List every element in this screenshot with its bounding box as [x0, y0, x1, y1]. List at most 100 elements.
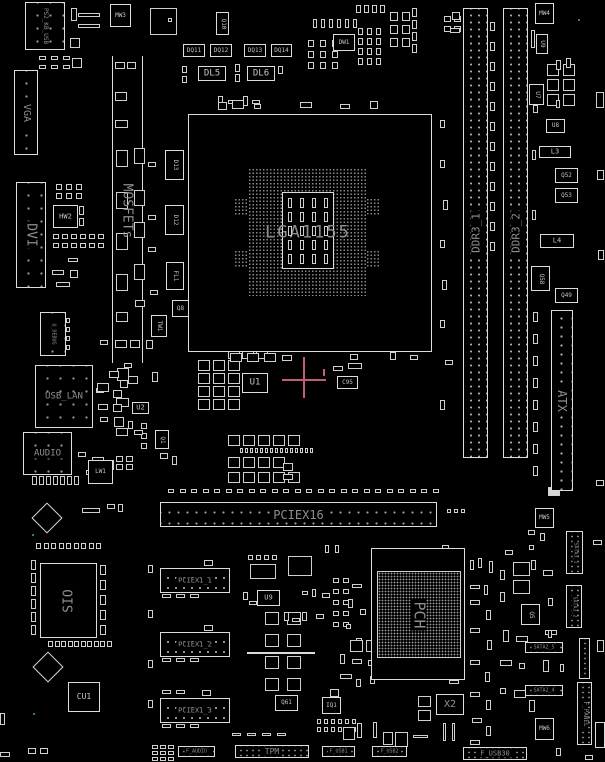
silkscreen-line [142, 56, 143, 363]
pcb-pad [306, 489, 312, 493]
component-u9-top: U9 [536, 34, 548, 54]
pcb-pad [66, 318, 70, 323]
pcb-pad [198, 386, 210, 397]
pcb-pad [338, 727, 342, 732]
cpu-socket-label-label: LGA1155 [265, 222, 351, 243]
pcb-pad [333, 366, 343, 371]
pcb-pad [333, 622, 339, 627]
pcb-pad [513, 580, 530, 594]
pcb-pad [443, 723, 446, 741]
sata2-4-connector: SATA2_4 [525, 685, 563, 696]
cpu-pin-wing [234, 250, 248, 268]
pcb-pad [331, 727, 335, 732]
pcb-pad [160, 453, 168, 459]
ps2-kb-usb-connector: PS2_KB_USB [25, 2, 65, 50]
pcb-pad [134, 190, 145, 206]
pcb-pad [357, 723, 362, 738]
component-l3: L3 [539, 146, 571, 158]
component-q8: Q8 [172, 300, 189, 317]
pcb-pad [500, 592, 505, 602]
component-mw4: MW4 [535, 3, 554, 24]
pcb-pad [168, 745, 174, 749]
pciex1-3-slot: PCIEX1_3 [160, 698, 230, 723]
pcb-pad [285, 448, 288, 453]
pcb-pad [302, 591, 308, 595]
component-x2-label: X2 [443, 698, 457, 710]
front-usb1-header: F_USB1 [322, 746, 355, 757]
pcb-pad [235, 74, 240, 82]
pcb-pad [80, 243, 86, 248]
pcb-pad [449, 680, 459, 684]
component-u9-top-label: U9 [539, 40, 546, 48]
pcb-pad [148, 610, 153, 618]
pcb-pad [182, 76, 187, 83]
pcb-pad [528, 530, 535, 535]
pcb-pad [62, 234, 68, 239]
pcb-pad [372, 5, 377, 13]
pcb-pad [277, 733, 286, 736]
pcb-pad [302, 612, 307, 621]
pcb-pad [100, 610, 106, 620]
pcb-pad [320, 62, 326, 69]
pcb-pad [249, 601, 257, 605]
pcb-pad [548, 630, 552, 638]
pcb-pad [440, 320, 445, 328]
pcb-pad [324, 198, 328, 208]
pcb-pad [333, 578, 339, 583]
pcb-pad [402, 38, 410, 47]
atx-power-connector: ATX [551, 310, 573, 491]
pcb-pad [214, 489, 220, 493]
pcb-pad [313, 19, 317, 28]
pcb-pad [162, 594, 171, 598]
pcb-pad [255, 448, 258, 453]
pcb-pad [148, 700, 153, 708]
component-q1: Q1 [155, 430, 169, 449]
pcb-pad [176, 594, 185, 598]
silkscreen-line [247, 652, 315, 654]
pcb-pad [418, 710, 431, 721]
pcb-pad [490, 222, 495, 231]
pcb-pad [36, 543, 41, 549]
sio-chip-label: SIO [61, 588, 76, 613]
pcb-pad [213, 386, 225, 397]
crosshair-marker [303, 357, 305, 398]
pcb-pad [98, 234, 104, 239]
pcb-pad [260, 489, 266, 493]
pcb-pad [454, 509, 458, 513]
pcb-pad [295, 448, 298, 453]
pcb-pad [294, 489, 301, 493]
component-iq1: IQ1 [322, 697, 341, 714]
pcb-pad [248, 489, 255, 493]
component-q1-label: Q1 [159, 435, 166, 444]
component-tw1-label: TW1 [156, 320, 163, 332]
debug-header: U_DEBUG [40, 312, 66, 356]
pcb-pad [440, 400, 445, 410]
pcb-pad [120, 380, 128, 388]
debug-header-label: U_DEBUG [50, 321, 57, 347]
pcb-pad [113, 390, 122, 398]
pcb-pad [272, 555, 277, 560]
pcb-pad [271, 489, 278, 493]
pcb-pad [421, 489, 427, 493]
component-q5-label: Q5 [527, 610, 535, 619]
pcb-pad [100, 417, 108, 422]
pcb-pad [489, 561, 493, 573]
pcb-pad [213, 360, 225, 371]
pcb-pad [320, 51, 326, 58]
pcb-pad [160, 751, 166, 755]
pcb-pad [329, 19, 333, 28]
component-lw1: LW1 [88, 460, 113, 484]
pciex1-2-slot: PCIEX1_2 [160, 632, 230, 657]
pciex16-slot-label: PCIEX16 [271, 507, 326, 522]
pcb-pad [282, 355, 292, 361]
pcb-pad [288, 254, 292, 264]
dvi-port: DVI [16, 182, 46, 288]
front-usb30-header: F_USB30 [463, 747, 527, 760]
pcb-pad [440, 120, 445, 128]
pcb-pad [308, 51, 314, 58]
pcb-pad [67, 476, 72, 485]
pcb-pad [412, 44, 417, 53]
pcb-pad [56, 282, 70, 287]
pcb-pad [288, 226, 292, 236]
